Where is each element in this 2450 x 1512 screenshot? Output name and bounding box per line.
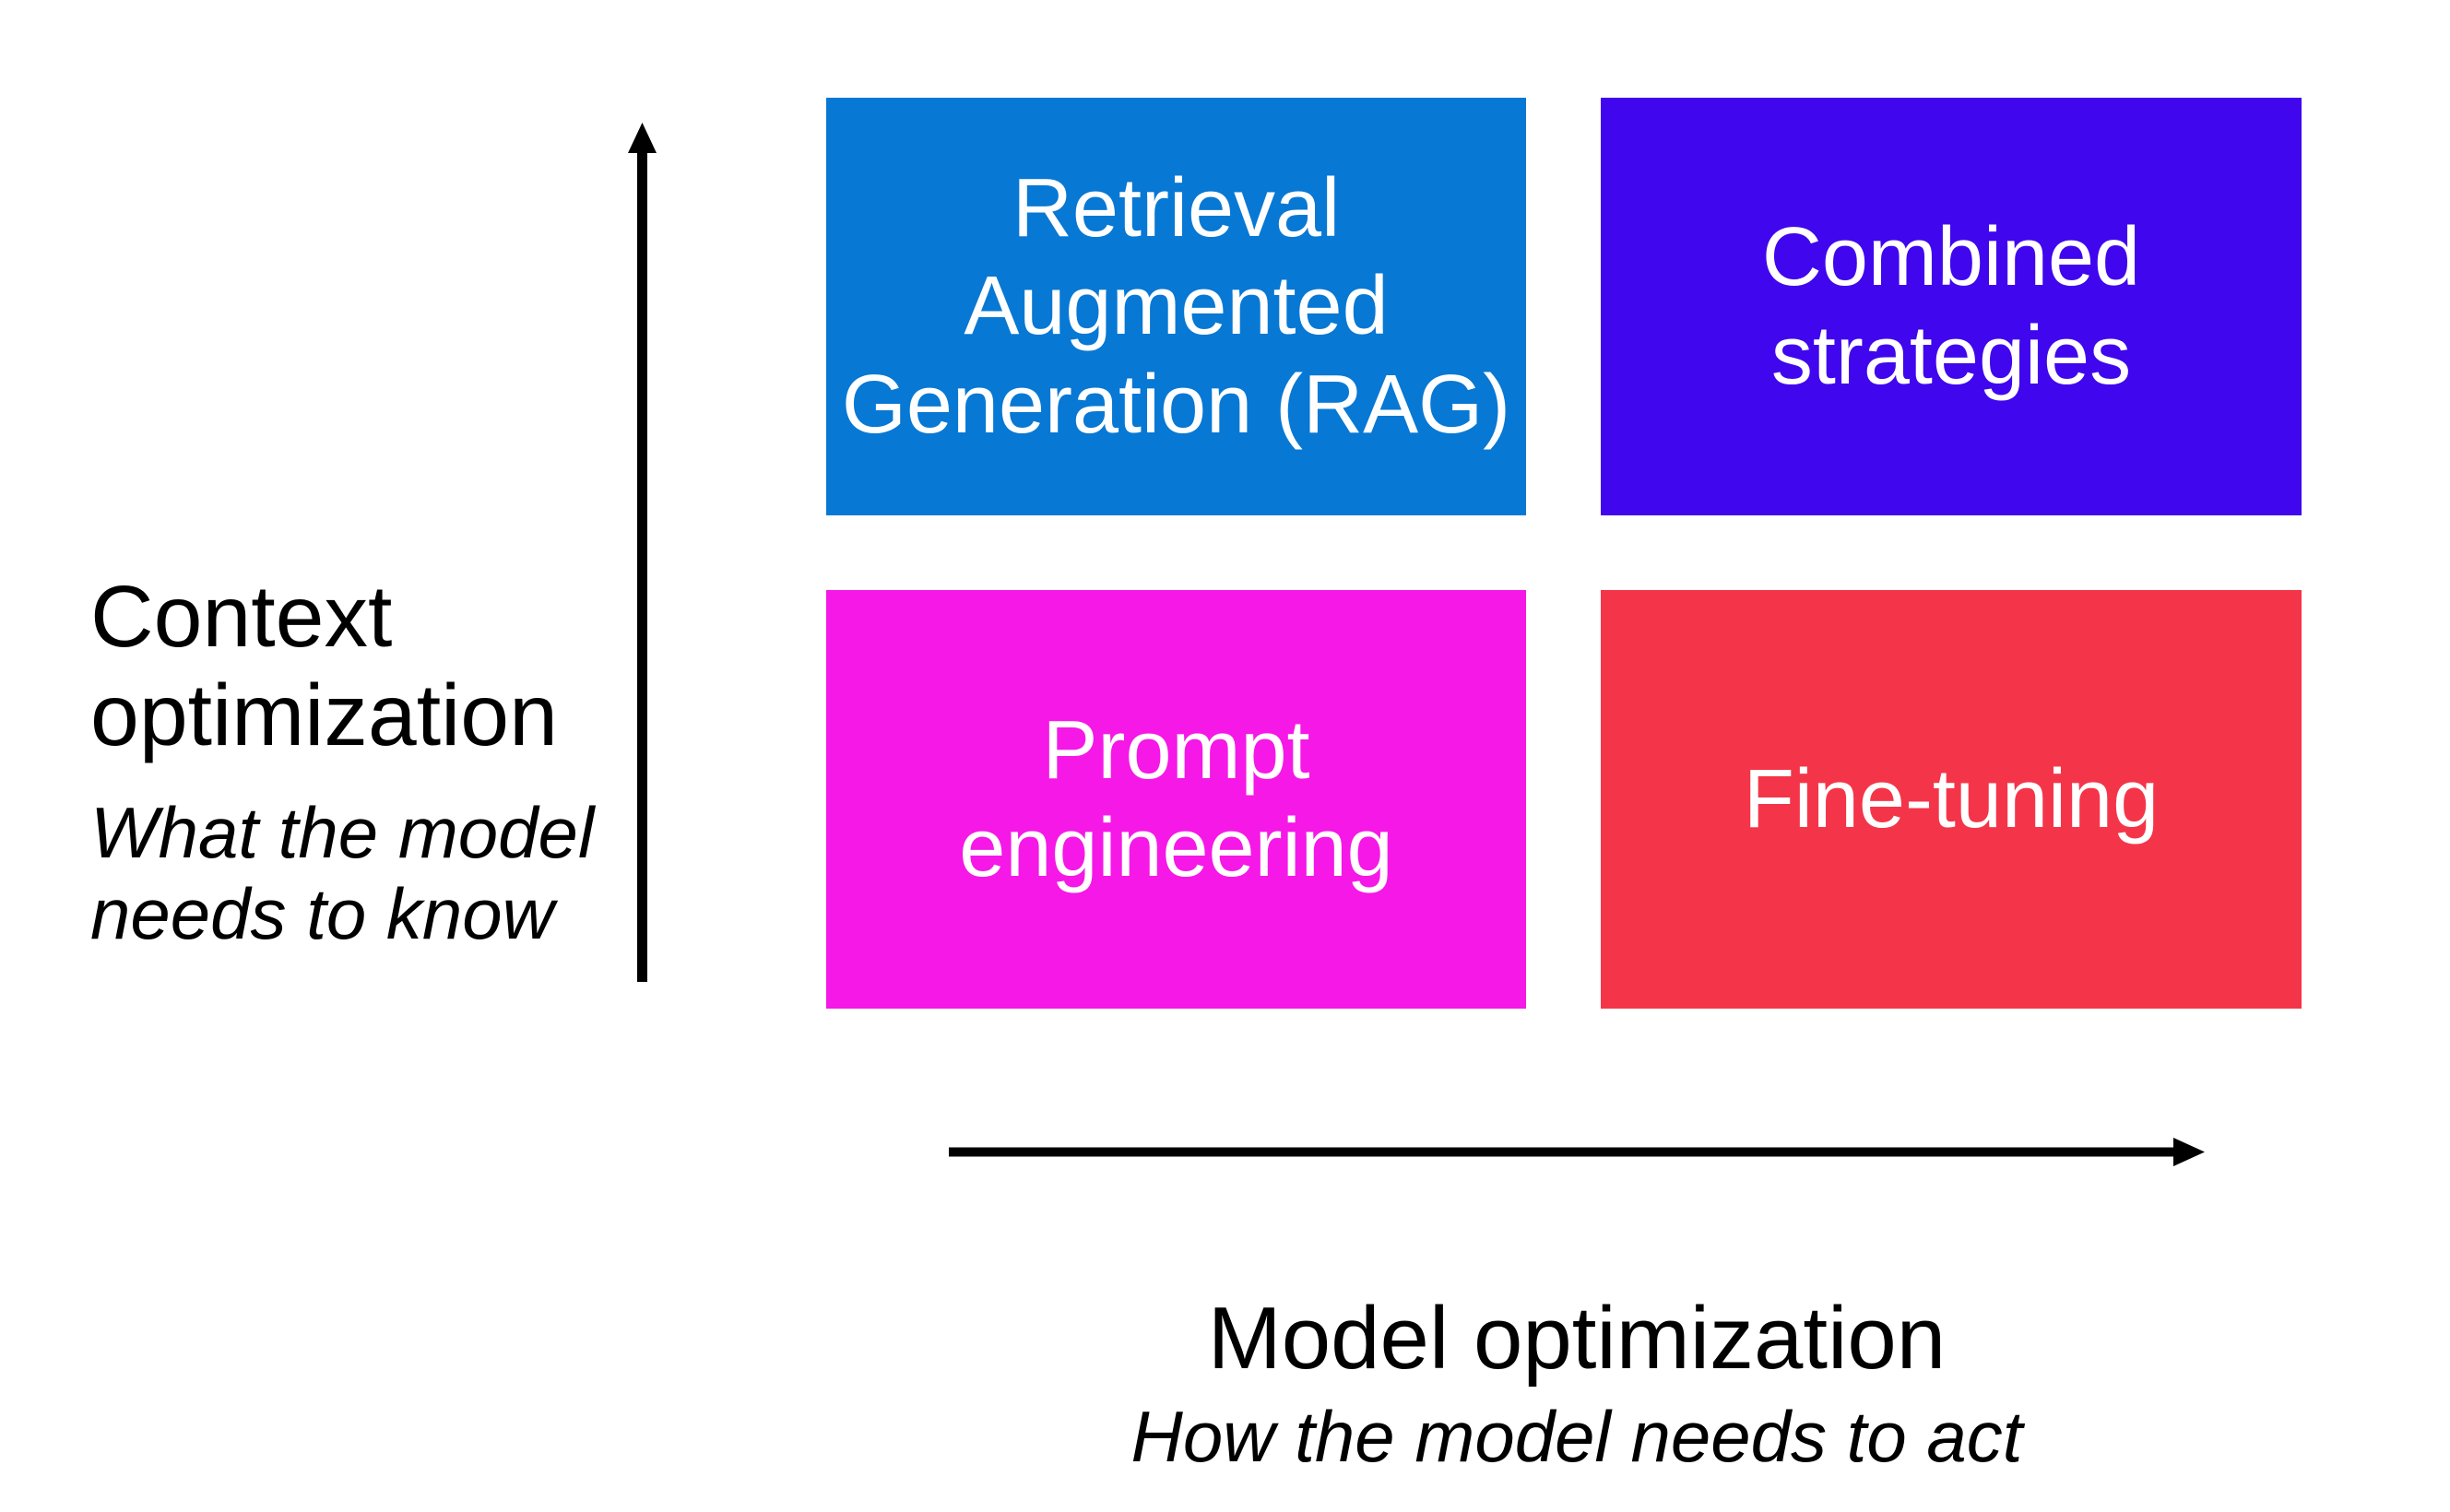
y-axis-title: Context optimization [90,568,558,765]
quadrant-fine-tuning-label: Fine-tuning [1743,752,2160,845]
y-axis-arrow [628,123,657,982]
x-axis-label: Model optimization How the model needs t… [1116,1287,2038,1481]
quadrant-combined-strategies: Combined strategies [1601,98,2302,515]
y-axis-label: Context optimization What the model need… [90,551,594,971]
quadrant-rag: Retrieval Augmented Generation (RAG) [826,98,1526,515]
x-axis-subtitle: How the model needs to act [1130,1396,2023,1478]
quadrant-fine-tuning: Fine-tuning [1601,590,2302,1009]
x-axis-title: Model optimization [1207,1289,1947,1388]
x-axis-arrow [949,1138,2205,1166]
quadrant-rag-label: Retrieval Augmented Generation (RAG) [841,162,1511,451]
quadrant-prompt-engineering: Prompt engineering [826,590,1526,1009]
y-axis-subtitle: What the model needs to know [90,791,595,954]
quadrant-combined-strategies-label: Combined strategies [1761,211,2141,402]
quadrant-prompt-engineering-label: Prompt engineering [959,703,1393,894]
